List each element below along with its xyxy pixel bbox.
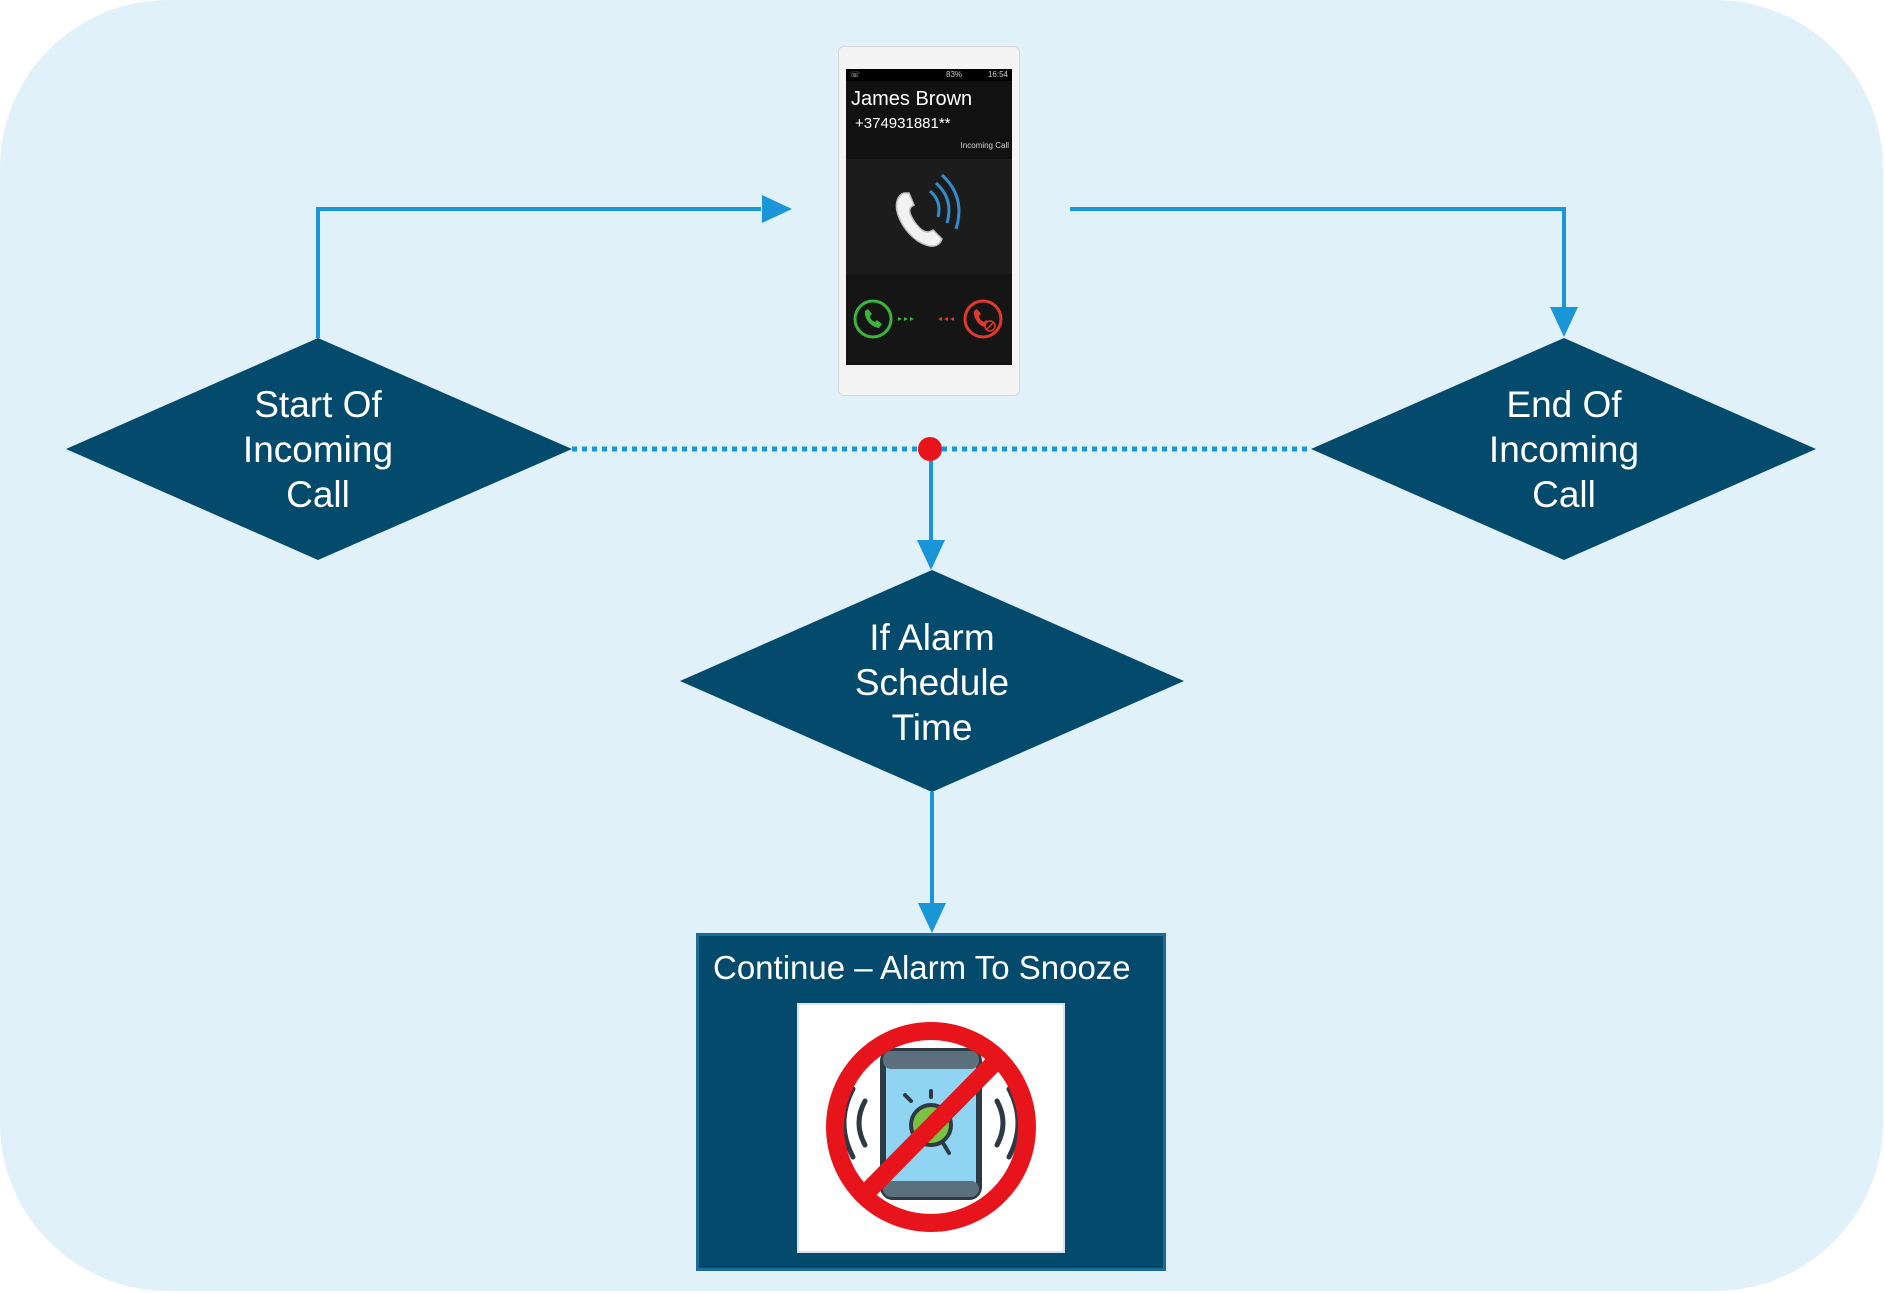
- phone-handset-icon: [895, 173, 961, 247]
- status-bar: ☏ 83% 16:54: [846, 69, 1012, 81]
- ringing-area: [846, 159, 1012, 274]
- arrowhead-start-to-phone: [762, 195, 792, 223]
- call-action-icons: [853, 299, 1003, 339]
- call-state: Incoming Call: [960, 141, 1009, 150]
- result-image: [797, 1003, 1065, 1253]
- start-label-line-1: Start Of: [254, 383, 382, 425]
- alarm-diamond: [680, 570, 1184, 792]
- result-box: Continue – Alarm To Snooze: [696, 933, 1166, 1271]
- start-diamond: [66, 338, 572, 560]
- phone-incoming-call: ☏ 83% 16:54 James Brown +374931881** Inc…: [838, 46, 1020, 396]
- vibration-waves: [841, 1086, 1021, 1160]
- end-label-line-1: End Of: [1506, 383, 1622, 425]
- start-label-line-2: Incoming: [242, 428, 394, 470]
- result-title: Continue – Alarm To Snooze: [713, 949, 1131, 986]
- prohibition-ring: [826, 1022, 1036, 1232]
- prohibition-slash: [857, 1052, 1005, 1202]
- start-node-label: Start Of Incoming Call: [168, 379, 468, 519]
- phone-screen: ☏ 83% 16:54 James Brown +374931881** Inc…: [846, 69, 1012, 365]
- caller-number: +374931881**: [855, 115, 951, 132]
- status-call-icon: ☏: [850, 70, 861, 79]
- arrow-phone-to-end: [1070, 207, 1566, 308]
- end-diamond: [1311, 338, 1816, 560]
- end-label-line-3: Call: [1532, 473, 1596, 515]
- call-actions: [846, 274, 1012, 365]
- decline-call-icon[interactable]: [963, 299, 1003, 339]
- battery-level: 83%: [946, 70, 963, 79]
- arrow-start-to-phone: [316, 207, 761, 338]
- end-node-label: End Of Incoming Call: [1414, 379, 1714, 519]
- end-label-line-2: Incoming: [1488, 428, 1640, 470]
- decline-swipe-arrows: [938, 317, 954, 321]
- alarm-label-line-2: Schedule: [854, 661, 1010, 703]
- alarm-label-line-1: If Alarm: [869, 616, 995, 658]
- alarm-label-line-3: Time: [891, 706, 973, 748]
- arrowhead-phone-to-end: [1550, 307, 1578, 337]
- no-alarm-icon: [826, 1022, 1036, 1232]
- start-label-line-3: Call: [286, 473, 350, 515]
- accept-swipe-arrows: [898, 317, 914, 321]
- alarm-node-label: If Alarm Schedule Time: [782, 612, 1082, 752]
- arrowhead-alarm-to-result: [918, 903, 946, 933]
- arrowhead-junction-to-alarm: [917, 540, 945, 570]
- junction-dot: [918, 437, 942, 461]
- accept-call-icon[interactable]: [853, 299, 893, 339]
- status-clock: 16:54: [987, 70, 1008, 79]
- caller-name: James Brown: [851, 88, 973, 110]
